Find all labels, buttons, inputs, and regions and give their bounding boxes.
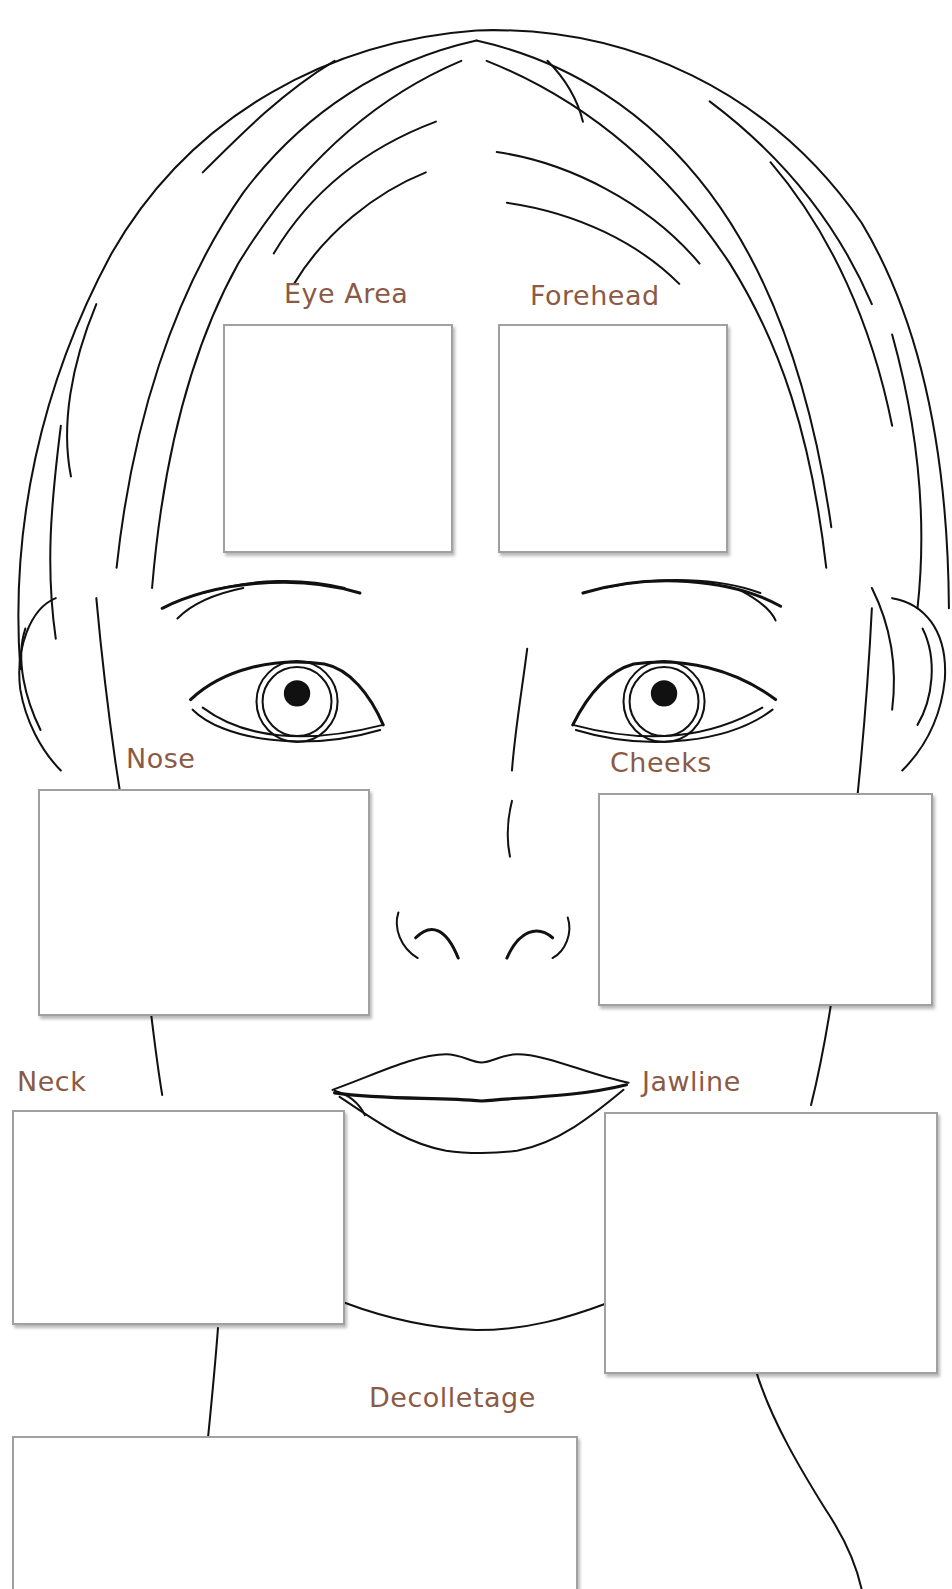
area-label: Forehead <box>530 280 660 312</box>
skin-area-box: Forehead <box>498 324 728 553</box>
skin-area-box: Jawline <box>604 1112 938 1374</box>
area-label: Nose <box>126 743 195 775</box>
skin-area-box: Decolletage <box>12 1436 578 1589</box>
skin-area-box: Neck <box>12 1110 345 1325</box>
area-label: Eye Area <box>284 278 408 310</box>
area-label: Decolletage <box>369 1382 536 1414</box>
skin-area-box: Eye Area <box>223 324 453 553</box>
skin-area-box: Cheeks <box>598 793 933 1006</box>
area-label: Neck <box>17 1066 86 1098</box>
area-label: Jawline <box>642 1066 741 1098</box>
skin-area-box: Nose <box>38 789 370 1016</box>
area-label: Cheeks <box>610 747 712 779</box>
